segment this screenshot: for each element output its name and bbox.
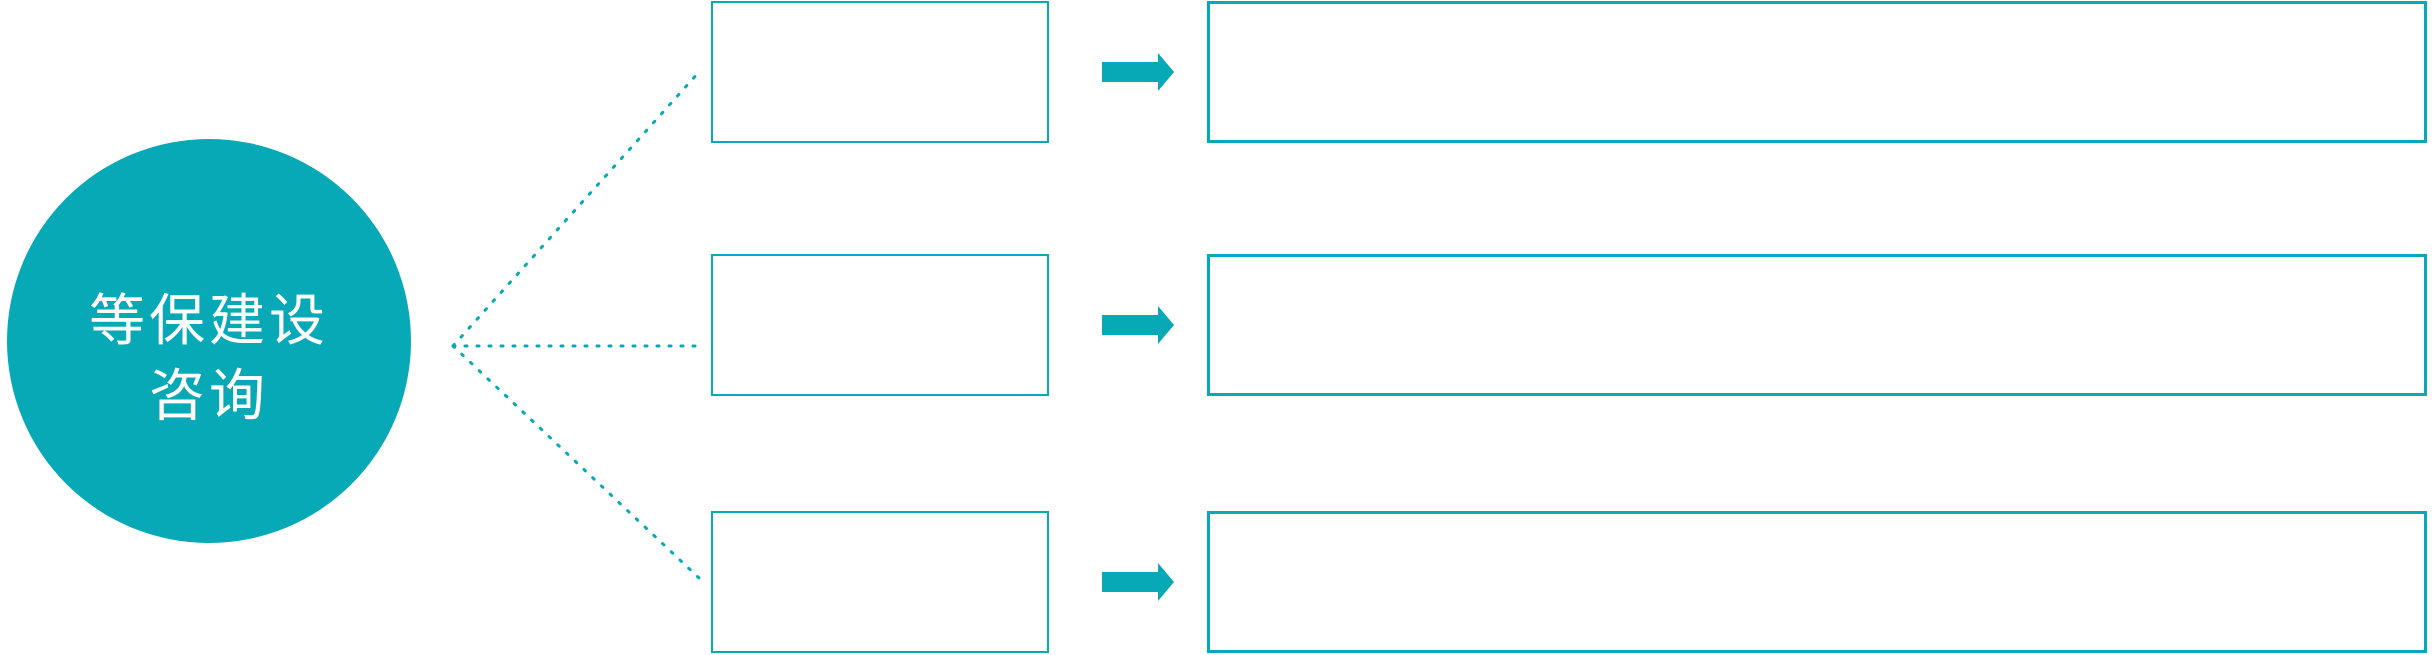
source-box-row1-label (713, 3, 1047, 141)
target-box-row3 (1207, 511, 2427, 653)
target-box-row2-label (1210, 257, 2424, 393)
right-arrow-icon (1102, 306, 1174, 344)
source-box-row1 (711, 1, 1049, 143)
hub-label-line2: 咨询 (149, 364, 269, 429)
right-arrow-icon (1102, 563, 1174, 601)
dotted-connector-bottom-line (451, 344, 701, 580)
target-box-row2 (1207, 254, 2427, 396)
target-box-row3-label (1210, 514, 2424, 650)
source-box-row2 (711, 254, 1049, 396)
source-box-row3 (711, 511, 1049, 653)
source-box-row3-label (713, 513, 1047, 651)
dotted-connector-top-line (451, 70, 701, 348)
right-arrow-icon (1102, 53, 1174, 91)
source-box-row2-label (713, 256, 1047, 394)
target-box-row1 (1207, 1, 2427, 143)
target-box-row1-label (1210, 4, 2424, 140)
hub-circle: 等保建设 咨询 (7, 139, 411, 543)
hub-label-line1: 等保建设 (89, 289, 329, 354)
